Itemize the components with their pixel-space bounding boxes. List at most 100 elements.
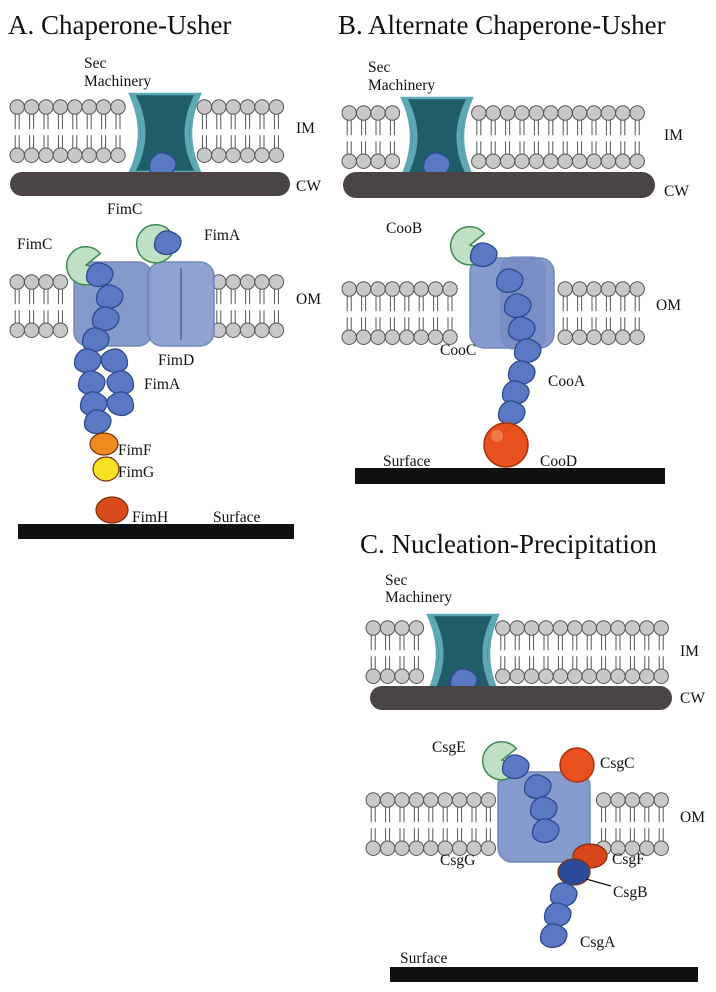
lipid-head — [485, 153, 501, 169]
lipid-head — [514, 153, 530, 169]
lipid-head — [365, 792, 381, 808]
lipid-head — [615, 153, 631, 169]
lipid-tail — [490, 120, 496, 157]
lipid-head — [528, 105, 545, 121]
lipid-head — [9, 274, 25, 290]
lipid-head — [211, 147, 227, 163]
lipid-head — [341, 153, 357, 169]
lipid-tail — [620, 296, 626, 333]
lipid-tail — [259, 114, 265, 151]
lipid-tail — [43, 114, 49, 151]
lipid-head — [499, 105, 516, 121]
panel-c-csgb-protein — [557, 858, 591, 886]
panel-c-csgc-label: CsgC — [600, 755, 634, 772]
lipid-head — [437, 792, 453, 808]
panel-c-csgc-protein — [559, 747, 595, 783]
lipid-head — [451, 792, 468, 808]
lipid-head — [629, 105, 645, 121]
lipid-head — [9, 322, 25, 338]
lipid-tail — [620, 120, 626, 157]
lipid-head — [600, 153, 617, 169]
lipid-tail — [273, 289, 279, 326]
lipid-head — [355, 105, 372, 121]
lipid-head — [653, 620, 669, 636]
lipid-tail — [399, 807, 405, 844]
lipid-head — [355, 153, 372, 169]
lipid-head — [543, 153, 559, 169]
lipid-head — [9, 99, 25, 115]
panel-c-pore-subunit — [523, 774, 552, 800]
sec-channel-rim-left — [429, 615, 444, 693]
panel-c-inner-membrane — [365, 620, 669, 684]
lipid-head — [413, 281, 429, 297]
lipid-tail — [591, 296, 597, 333]
lipid-tail — [86, 114, 92, 151]
lipid-tail — [447, 296, 453, 333]
lipid-head — [528, 153, 545, 169]
panel-c-sec-line2: Machinery — [385, 589, 452, 606]
lipid-head — [495, 620, 511, 636]
panel-b-coob-subunit — [469, 242, 498, 268]
lipid-tail — [605, 296, 611, 333]
panel-a-usher-subunit — [85, 262, 114, 288]
lipid-head — [23, 322, 40, 338]
lipid-head — [365, 840, 381, 856]
panel-c-csga-subunit — [549, 882, 578, 908]
lipid-tail — [385, 635, 391, 672]
lipid-head — [538, 620, 554, 636]
lipid-tail — [562, 120, 568, 157]
lipid-head — [225, 147, 241, 163]
lipid-head — [557, 281, 573, 297]
panel-c-surface-label: Surface — [400, 950, 447, 967]
lipid-tail — [216, 114, 222, 151]
lipid-head — [341, 329, 357, 345]
lipid-head — [557, 329, 573, 345]
lipid-tail — [273, 114, 279, 151]
lipid-tail — [601, 807, 607, 844]
lipid-head — [629, 281, 645, 297]
lipid-tail — [533, 120, 539, 157]
lipid-tail — [216, 289, 222, 326]
lipid-head — [254, 99, 270, 115]
panel-a-cw-label: CW — [296, 178, 321, 195]
lipid-head — [495, 668, 511, 684]
lipid-tail — [375, 296, 381, 333]
lipid-head — [52, 99, 69, 115]
lipid-tail — [385, 807, 391, 844]
lipid-tail — [485, 807, 491, 844]
lipid-tail — [529, 635, 535, 672]
lipid-tail — [658, 807, 664, 844]
panel-c-csgb-pointer — [585, 878, 612, 887]
lipid-head — [413, 329, 429, 345]
lipid-tail — [577, 120, 583, 157]
lipid-head — [600, 329, 617, 345]
panel-b-surface — [355, 468, 665, 484]
lipid-head — [538, 668, 554, 684]
sec-channel-rim-right — [482, 615, 497, 693]
panel-a-fima-subunit — [106, 391, 135, 417]
lipid-tail — [101, 114, 107, 151]
panel-b-outer-membrane — [341, 281, 645, 345]
lipid-head — [38, 274, 54, 290]
panel-a-fimf-subunit — [89, 432, 119, 456]
lipid-tail — [615, 807, 621, 844]
lipid-head — [9, 147, 25, 163]
lipid-head — [399, 329, 415, 345]
lipid-tail — [577, 296, 583, 333]
lipid-head — [196, 147, 213, 163]
lipid-head — [379, 668, 396, 684]
panel-b-coob-label: CooB — [386, 220, 422, 237]
panel-b-cooa-subunit — [507, 360, 536, 386]
lipid-tail — [601, 635, 607, 672]
lipid-head — [610, 668, 626, 684]
panel-a-fima-subunit — [100, 348, 129, 374]
lipid-head — [365, 668, 381, 684]
lipid-head — [423, 840, 439, 856]
lipid-tail — [230, 289, 236, 326]
panel-a-fima-top-label: FimA — [204, 227, 241, 244]
lipid-head — [38, 99, 54, 115]
lipid-head — [355, 329, 372, 345]
lipid-head — [653, 792, 669, 808]
panel-c-csga-subunit — [539, 923, 568, 949]
lipid-head — [423, 792, 439, 808]
